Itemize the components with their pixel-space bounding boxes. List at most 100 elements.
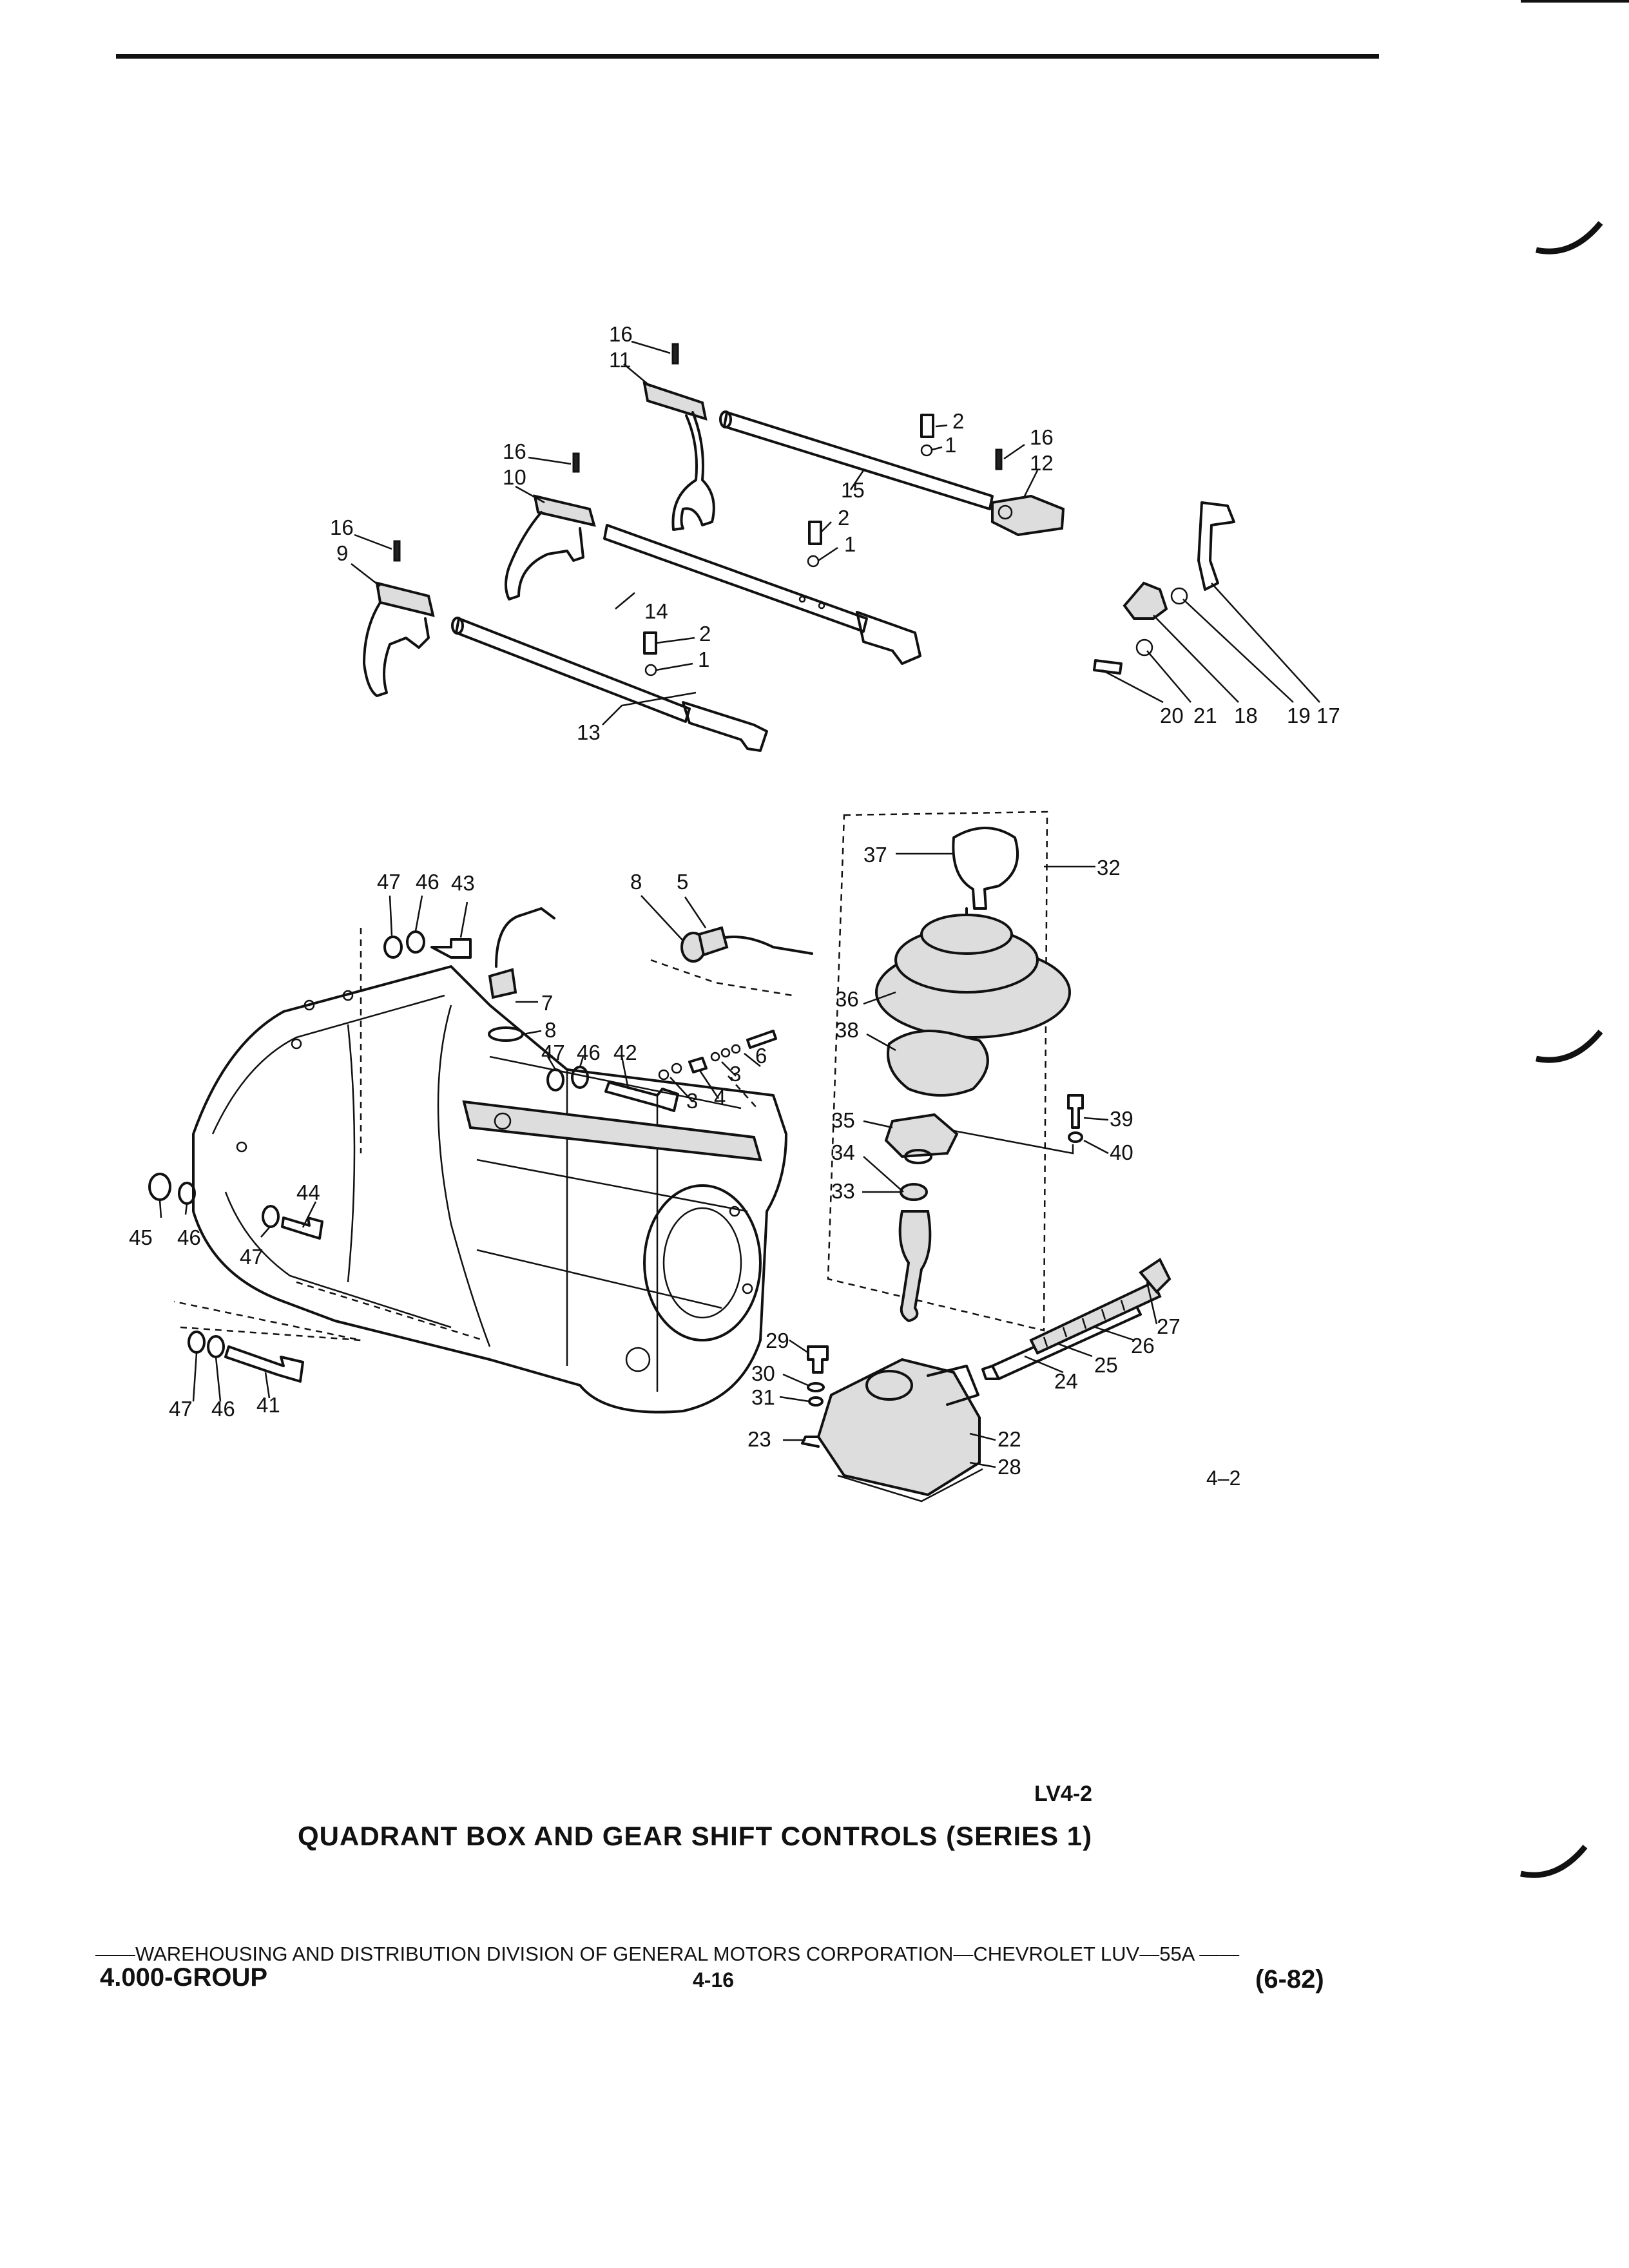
shift-block-12 <box>991 494 1065 537</box>
figure-title: QUADRANT BOX AND GEAR SHIFT CONTROLS (SE… <box>298 1821 1093 1851</box>
callout-2: 2 <box>838 506 849 530</box>
shift-lever-boot-36 <box>875 907 1071 1039</box>
callout-26: 26 <box>1131 1334 1155 1358</box>
shift-rail-14 <box>603 524 921 665</box>
shift-fork-11 <box>642 381 715 531</box>
callout-43: 43 <box>451 871 475 895</box>
callout-16: 16 <box>609 322 633 346</box>
callout-23: 23 <box>747 1427 771 1451</box>
callout-25: 25 <box>1094 1353 1118 1377</box>
detent-springs-2 <box>643 414 934 655</box>
callout-21: 21 <box>1193 704 1217 727</box>
callout-47: 47 <box>377 870 401 894</box>
callout-2: 2 <box>952 409 964 433</box>
detent-balls-1 <box>644 444 933 677</box>
footer-date: (6-82) <box>1255 1965 1324 1994</box>
transmission-case <box>192 965 787 1414</box>
callout-1: 1 <box>945 433 956 457</box>
callout-33: 33 <box>831 1179 855 1203</box>
callout-27: 27 <box>1157 1314 1181 1338</box>
figure-code: LV4-2 <box>1034 1782 1093 1806</box>
callout-46: 46 <box>577 1041 601 1064</box>
callout-36: 36 <box>835 987 859 1011</box>
callout-38: 38 <box>835 1018 859 1042</box>
binding-mark-middle <box>1536 1030 1603 1063</box>
case-fasteners <box>148 930 679 1383</box>
switch-5 <box>680 926 813 963</box>
callout-47: 47 <box>541 1041 565 1064</box>
callout-18: 18 <box>1234 704 1258 727</box>
callout-22: 22 <box>998 1427 1021 1451</box>
callout-20: 20 <box>1160 704 1184 727</box>
footer-group: 4.000-GROUP <box>100 1963 268 1992</box>
callout-35: 35 <box>831 1108 855 1132</box>
roll-pins-16 <box>393 343 1003 562</box>
callout-1: 1 <box>844 532 856 556</box>
callout-44: 44 <box>296 1180 320 1204</box>
callout-3: 3 <box>686 1089 698 1113</box>
callout-30: 30 <box>751 1361 775 1385</box>
lever-plate-35 <box>884 1113 959 1164</box>
callout-9: 9 <box>336 541 348 565</box>
callout-46: 46 <box>211 1397 235 1421</box>
footer-division-line: ——WAREHOUSING AND DISTRIBUTION DIVISION … <box>95 1943 1240 1965</box>
binding-mark-bottom <box>1520 1845 1588 1878</box>
callout-31: 31 <box>751 1385 775 1409</box>
callout-16: 16 <box>1030 425 1054 449</box>
detent-parts-3-4-6 <box>658 1030 777 1081</box>
callout-10: 10 <box>503 465 526 489</box>
footer-page-number: 4-16 <box>693 1968 735 1992</box>
shift-fork-9 <box>363 581 435 697</box>
bolt-39-washer-40 <box>953 1094 1084 1155</box>
callout-40: 40 <box>1110 1140 1133 1164</box>
shift-rail-15 <box>719 410 994 510</box>
callout-37: 37 <box>863 843 887 867</box>
shift-lever-box-32 <box>827 811 1048 1332</box>
callout-45: 45 <box>129 1225 153 1249</box>
callout-13: 13 <box>577 720 601 744</box>
callout-7: 7 <box>541 991 553 1015</box>
callout-39: 39 <box>1110 1107 1133 1131</box>
callout-47: 47 <box>240 1245 264 1269</box>
shift-rail-13 <box>451 617 768 752</box>
bolt-29-washers-30-31 <box>807 1345 829 1407</box>
callout-24: 24 <box>1054 1369 1078 1393</box>
shift-fork-10 <box>505 494 596 601</box>
callout-28: 28 <box>998 1455 1021 1479</box>
callout-8: 8 <box>630 870 642 894</box>
leader-lines <box>159 340 1320 1468</box>
lever-parts-33-34 <box>898 1183 932 1323</box>
callout-5: 5 <box>677 870 688 894</box>
callout-46: 46 <box>416 870 439 894</box>
figure-sub-reference: 4–2 <box>1206 1466 1241 1490</box>
callout-labels: 16 11 2 1 16 12 16 10 15 2 1 16 9 14 2 1… <box>129 322 1340 1479</box>
callout-12: 12 <box>1030 451 1054 475</box>
callout-8: 8 <box>545 1018 556 1042</box>
callout-14: 14 <box>644 599 668 623</box>
callout-17: 17 <box>1316 704 1340 727</box>
callout-41: 41 <box>256 1393 280 1417</box>
callout-11: 11 <box>609 348 631 372</box>
callout-47: 47 <box>169 1397 193 1421</box>
quadrant-box-22 <box>801 1358 983 1503</box>
callout-34: 34 <box>831 1140 855 1164</box>
callout-46: 46 <box>177 1225 201 1249</box>
callout-29: 29 <box>766 1329 789 1352</box>
corner-rule <box>1521 0 1629 3</box>
callout-3: 3 <box>729 1062 741 1086</box>
callout-19: 19 <box>1287 704 1311 727</box>
inner-boot-38 <box>887 1030 989 1097</box>
backup-lamp-switch-7 <box>488 907 555 1042</box>
binding-mark-top <box>1536 221 1603 255</box>
callout-42: 42 <box>613 1041 637 1064</box>
header-rule <box>116 54 1379 59</box>
callout-2: 2 <box>699 622 711 646</box>
callout-6: 6 <box>755 1044 767 1068</box>
callout-16: 16 <box>503 439 526 463</box>
control-rod-24-27 <box>981 1258 1171 1380</box>
callout-15: 15 <box>841 478 865 502</box>
callout-1: 1 <box>698 648 709 671</box>
shift-knob-37 <box>952 827 1019 910</box>
shift-bracket-17-21 <box>1093 501 1235 675</box>
